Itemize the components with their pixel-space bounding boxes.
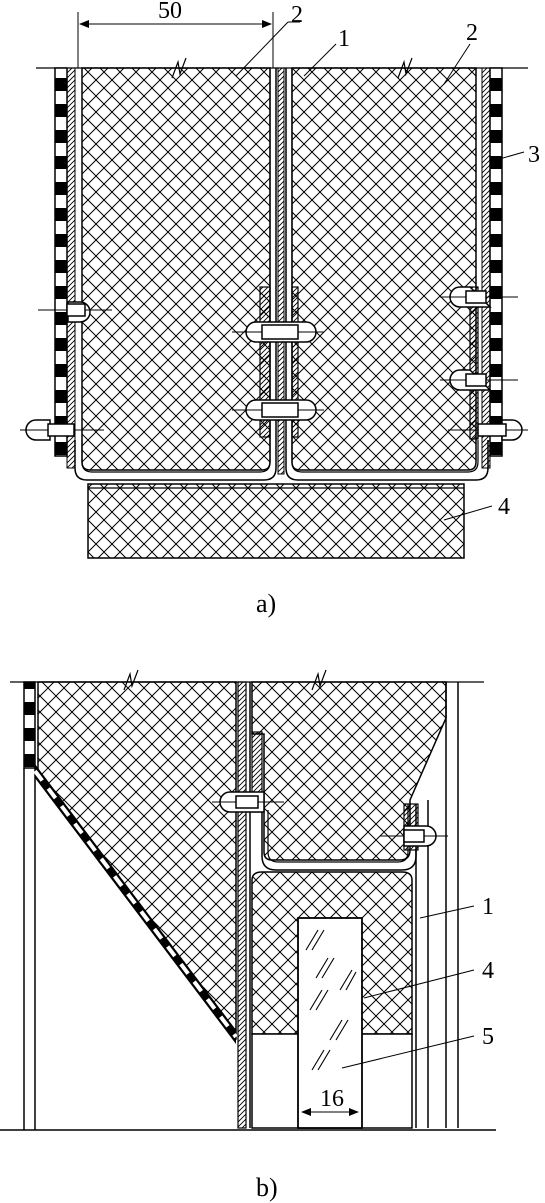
leader-line [303,43,337,77]
leader-line [235,21,289,77]
bolt-icon [20,419,104,441]
right-u-channel [291,68,479,473]
bolt-icon [440,286,518,308]
sloped-insulation-block [37,681,237,1041]
glass-hatch [305,929,357,1071]
figure-caption: a) [256,589,276,618]
sloped-panel [35,764,236,1044]
right-outer-panel [489,67,503,457]
glass-panel [297,917,363,1129]
sloped-panel-dashes [33,769,238,1039]
left-u-channel [74,68,277,481]
leader-line [363,969,475,999]
left-outer-panel [54,67,68,457]
leader-line [443,505,493,521]
part-label: 5 [482,1024,494,1050]
bolt-icon [212,791,284,813]
part-label: 4 [482,958,494,984]
bolt-icon [232,399,324,421]
bolt-icon [38,301,112,323]
figure-caption: b) [256,1173,278,1202]
bolt-icon [232,321,324,343]
u-channel [261,804,417,871]
bolt-icon [448,419,528,441]
bolt-icon [440,369,518,391]
part-label: 2 [466,20,478,46]
leader-line [419,905,475,919]
figure-b: 16 1 4 5 b) [0,669,496,1202]
central-clamp-plate [259,286,271,438]
central-divider [277,67,285,475]
part-label: 1 [338,26,350,52]
right-outer-panel-liner [481,67,491,469]
central-divider [237,681,247,1129]
bolt-icon [380,825,448,847]
left-outer-panel [23,681,36,769]
part-label: 3 [528,142,540,168]
dimension-label: 16 [320,1086,344,1112]
bottom-block [87,483,465,559]
part-label: 1 [482,894,494,920]
leader-line [495,151,525,161]
figure-a: 50 2 1 2 3 4 a) [20,0,540,618]
left-outer-panel-liner [66,67,76,469]
right-u-channel [285,68,489,481]
leader-line [443,43,471,85]
dimension-label: 50 [158,0,182,24]
right-clamp-plate [469,286,479,440]
part-label: 2 [291,2,303,28]
central-clamp-plate [291,286,299,438]
part-label: 4 [498,494,510,520]
leader-line [341,1035,475,1069]
u-channel [267,804,409,863]
left-u-channel [81,68,271,473]
